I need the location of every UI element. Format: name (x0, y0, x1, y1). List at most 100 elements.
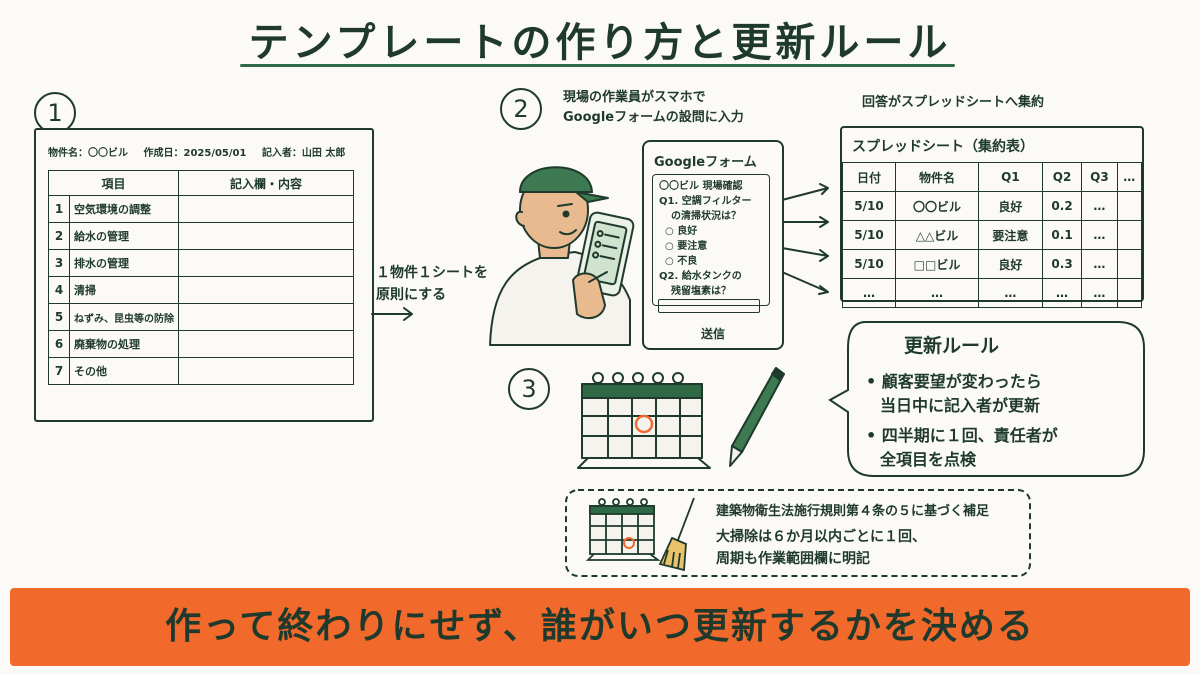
title-underline (240, 64, 955, 67)
spreadsheet-title: スプレッドシート（集約表） (852, 139, 1034, 155)
supplement-box (565, 489, 1031, 577)
cell (1116, 191, 1142, 221)
step2-caption-line2: Googleフォームの設問に入力 (563, 110, 744, 125)
supplement-text: 大掃除は６か月以内ごとに１回、 周期も作業範囲欄に明記 (716, 526, 926, 570)
table-row: …………… (842, 278, 1142, 308)
row-content-cell (178, 195, 354, 223)
smartphone-icon (572, 211, 635, 320)
cell: … (1081, 278, 1118, 308)
worker-illustration (489, 166, 631, 346)
row-content-cell (178, 303, 354, 331)
note-line2: 原則にする (376, 287, 447, 303)
rules-title: 更新ルール (904, 335, 1000, 357)
cell: 5/10 (842, 249, 896, 279)
col-header: Q2 (1041, 162, 1083, 192)
sheet-caption: 回答がスプレッドシートへ集約 (862, 95, 1045, 110)
cell: … (1041, 278, 1083, 308)
col-header: … (1116, 162, 1142, 192)
sheet-header: 物件名：〇〇ビル 作成日：2025/05/01 記入者：山田 太郎 (48, 144, 357, 159)
radio-icon: ○ (665, 226, 678, 237)
col-header: 物件名 (894, 162, 980, 192)
cell: … (842, 278, 896, 308)
table-header-row: 日付 物件名 Q1 Q2 Q3 … (842, 162, 1142, 192)
step2-caption: 現場の作業員がスマホで Googleフォームの設問に入力 (563, 88, 744, 128)
radio-icon: ○ (665, 241, 678, 252)
step2-caption-line1: 現場の作業員がスマホで (563, 90, 706, 105)
form-body: 〇〇ビル 現場確認 Q1. 空調フィルター の清掃状況は？ ○ 良好 ○ 要注意… (652, 174, 770, 306)
bullet-icon: • (866, 372, 882, 391)
cell: □□ビル (894, 249, 980, 279)
supplement-line2: 周期も作業範囲欄に明記 (716, 551, 870, 567)
option-label: 要注意 (677, 241, 708, 252)
google-form-card: Googleフォーム 〇〇ビル 現場確認 Q1. 空調フィルター の清掃状況は？… (642, 140, 784, 350)
one-sheet-note: １物件１シートを 原則にする (376, 262, 488, 306)
col-header: Q3 (1081, 162, 1118, 192)
row-content-cell (178, 330, 354, 358)
cell (1116, 220, 1142, 250)
small-calendar-icon (585, 498, 661, 561)
form-q2-line1: Q2. 給水タンクの (659, 271, 742, 282)
cell: 0.1 (1041, 220, 1083, 250)
page-title: テンプレートの作り方と更新ルール (248, 20, 952, 66)
rules-speech-bubble (828, 321, 1145, 477)
row-item: 空気環境の調整 (69, 195, 179, 223)
arrow-form-row4 (781, 271, 829, 295)
cell: △△ビル (894, 220, 980, 250)
row-item: その他 (69, 357, 179, 385)
cell: 0.3 (1041, 249, 1083, 279)
form-option[interactable]: ○ 良好 (659, 224, 769, 239)
rule-item-2: • 四半期に１回、責任者が 全項目を点検 (866, 424, 1058, 472)
form-submit-button[interactable]: 送信 (700, 327, 725, 341)
sheet-author: 記入者：山田 太郎 (261, 148, 346, 159)
radio-icon: ○ (665, 256, 678, 267)
form-q2-line2: 残留塩素は？ (671, 286, 731, 297)
form-option[interactable]: ○ 不良 (659, 254, 769, 269)
pen-icon (729, 367, 785, 467)
arrow-to-step2 (371, 307, 413, 321)
template-sheet: 物件名：〇〇ビル 作成日：2025/05/01 記入者：山田 太郎 項目 記入欄… (34, 128, 374, 422)
sheet-created: 作成日：2025/05/01 (143, 148, 247, 159)
footer-text: 作って終わりにせず、誰がいつ更新するかを決める (165, 606, 1035, 647)
rule-item-1: • 顧客要望が変わったら 当日中に記入者が更新 (866, 370, 1042, 418)
row-content-cell (178, 276, 354, 304)
rule2-line2: 全項目を点検 (880, 450, 977, 469)
col-header: 日付 (842, 162, 896, 192)
broom-icon (658, 497, 695, 572)
arrow-form-row2 (781, 216, 829, 228)
cell (1116, 278, 1142, 308)
cell (1116, 249, 1142, 279)
bullet-icon: • (866, 426, 882, 445)
supplement-title: 建築物衛生法施行規則第４条の５に基づく補足 (716, 504, 990, 519)
cell: … (1081, 191, 1118, 221)
step3-number: 3 (508, 368, 550, 410)
sheet-building: 物件名：〇〇ビル (48, 148, 128, 159)
form-option[interactable]: ○ 要注意 (659, 239, 769, 254)
row-item: ねずみ、昆虫等の防除 (69, 303, 179, 331)
form-answer-input[interactable] (658, 299, 760, 313)
option-label: 不良 (677, 256, 698, 267)
form-title: Googleフォーム (654, 155, 757, 170)
cell: 良好 (978, 191, 1043, 221)
cell: … (894, 278, 980, 308)
form-heading: 〇〇ビル 現場確認 (659, 181, 743, 192)
cell: … (978, 278, 1043, 308)
cell: 〇〇ビル (894, 191, 980, 221)
footer-banner: 作って終わりにせず、誰がいつ更新するかを決める (10, 588, 1190, 666)
rule2-line1: 四半期に１回、責任者が (881, 426, 1058, 445)
note-line1: １物件１シートを (376, 265, 488, 281)
step2-number: 2 (500, 88, 542, 130)
row-item: 排水の管理 (69, 249, 179, 277)
option-label: 良好 (677, 226, 698, 237)
